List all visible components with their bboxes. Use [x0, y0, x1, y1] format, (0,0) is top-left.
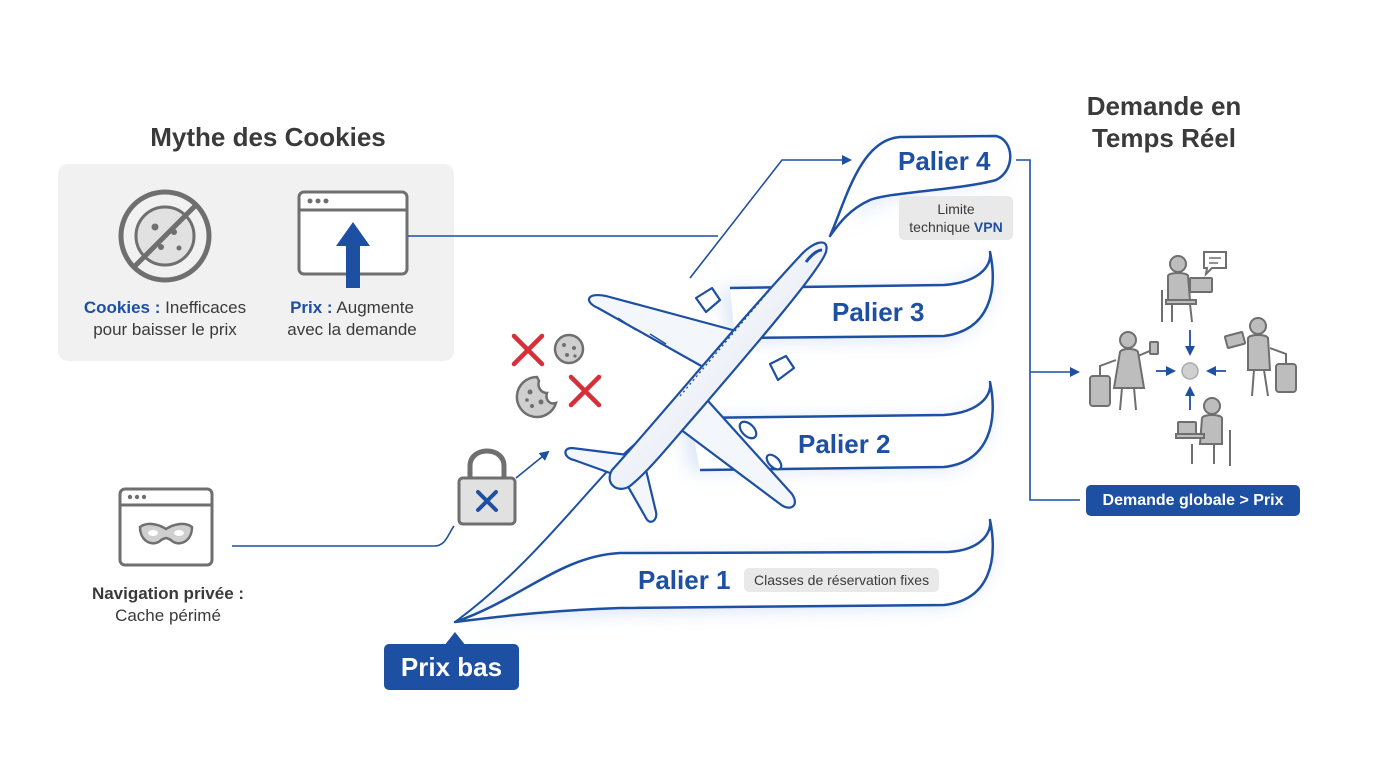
realtime-title-1: Demande en [1086, 91, 1242, 121]
cookies-caption: Cookies : Inefficaces pour baisser le pr… [70, 297, 260, 341]
cross-icon [511, 333, 545, 367]
cross-icon [568, 374, 602, 408]
private-browsing-caption: Navigation privée : Cache périmé [68, 583, 268, 627]
realtime-demand-title: Demande en Temps Réel [1064, 90, 1264, 154]
tier4-note: Limite technique VPN [899, 196, 1013, 240]
browser-mask-icon [118, 487, 214, 567]
badge-pointer [444, 632, 466, 646]
private-browsing-text: Cache périmé [115, 606, 221, 625]
price-text-2: avec la demande [287, 320, 417, 339]
padlock-x-icon [457, 448, 517, 526]
tier3-ribbon [729, 250, 994, 340]
traveler-icon [1223, 317, 1297, 397]
tier4-label: Palier 4 [898, 146, 991, 176]
demand-cluster [1089, 251, 1297, 466]
browser-arrow-up-icon [297, 190, 409, 288]
traveler-icon [1175, 397, 1231, 466]
cookies-label: Cookies : [83, 298, 161, 317]
tier3-label: Palier 3 [832, 297, 925, 327]
price-text-1: Augmente [336, 298, 414, 317]
tier1-note: Classes de réservation fixes [744, 568, 940, 592]
traveler-icon [1161, 255, 1213, 323]
price-label: Prix : [290, 298, 333, 317]
realtime-title-2: Temps Réel [1091, 123, 1236, 153]
cookies-text-1: Inefficaces [165, 298, 247, 317]
airplane-icon [564, 241, 828, 523]
cookie-icon [515, 375, 558, 419]
traveler-icon [1089, 331, 1159, 411]
cookies-text-2: pour baisser le prix [93, 320, 237, 339]
price-caption: Prix : Augmente avec la demande [262, 297, 442, 341]
tier4-note-line2: technique [909, 219, 971, 235]
tier-ribbons [453, 134, 1012, 624]
tier2-ribbon [689, 380, 994, 472]
low-price-badge: Prix bas [384, 644, 519, 690]
cookie-myth-title: Mythe des Cookies [150, 122, 386, 152]
global-demand-badge: Demande globale > Prix [1086, 485, 1300, 516]
tier2-label: Palier 2 [798, 429, 891, 459]
tier1-ribbon [453, 518, 994, 624]
tier4-note-line1: Limite [937, 201, 975, 217]
cookie-icon [553, 333, 585, 365]
private-browsing-label: Navigation privée : [91, 584, 245, 603]
no-cookie-icon [118, 189, 212, 283]
tier4-note-vpn: VPN [973, 219, 1003, 235]
tier1-label: Palier 1 [638, 565, 731, 595]
tier4-ribbon [828, 134, 1012, 238]
chat-bubble-icon [1203, 251, 1227, 277]
connectors [232, 155, 1080, 547]
